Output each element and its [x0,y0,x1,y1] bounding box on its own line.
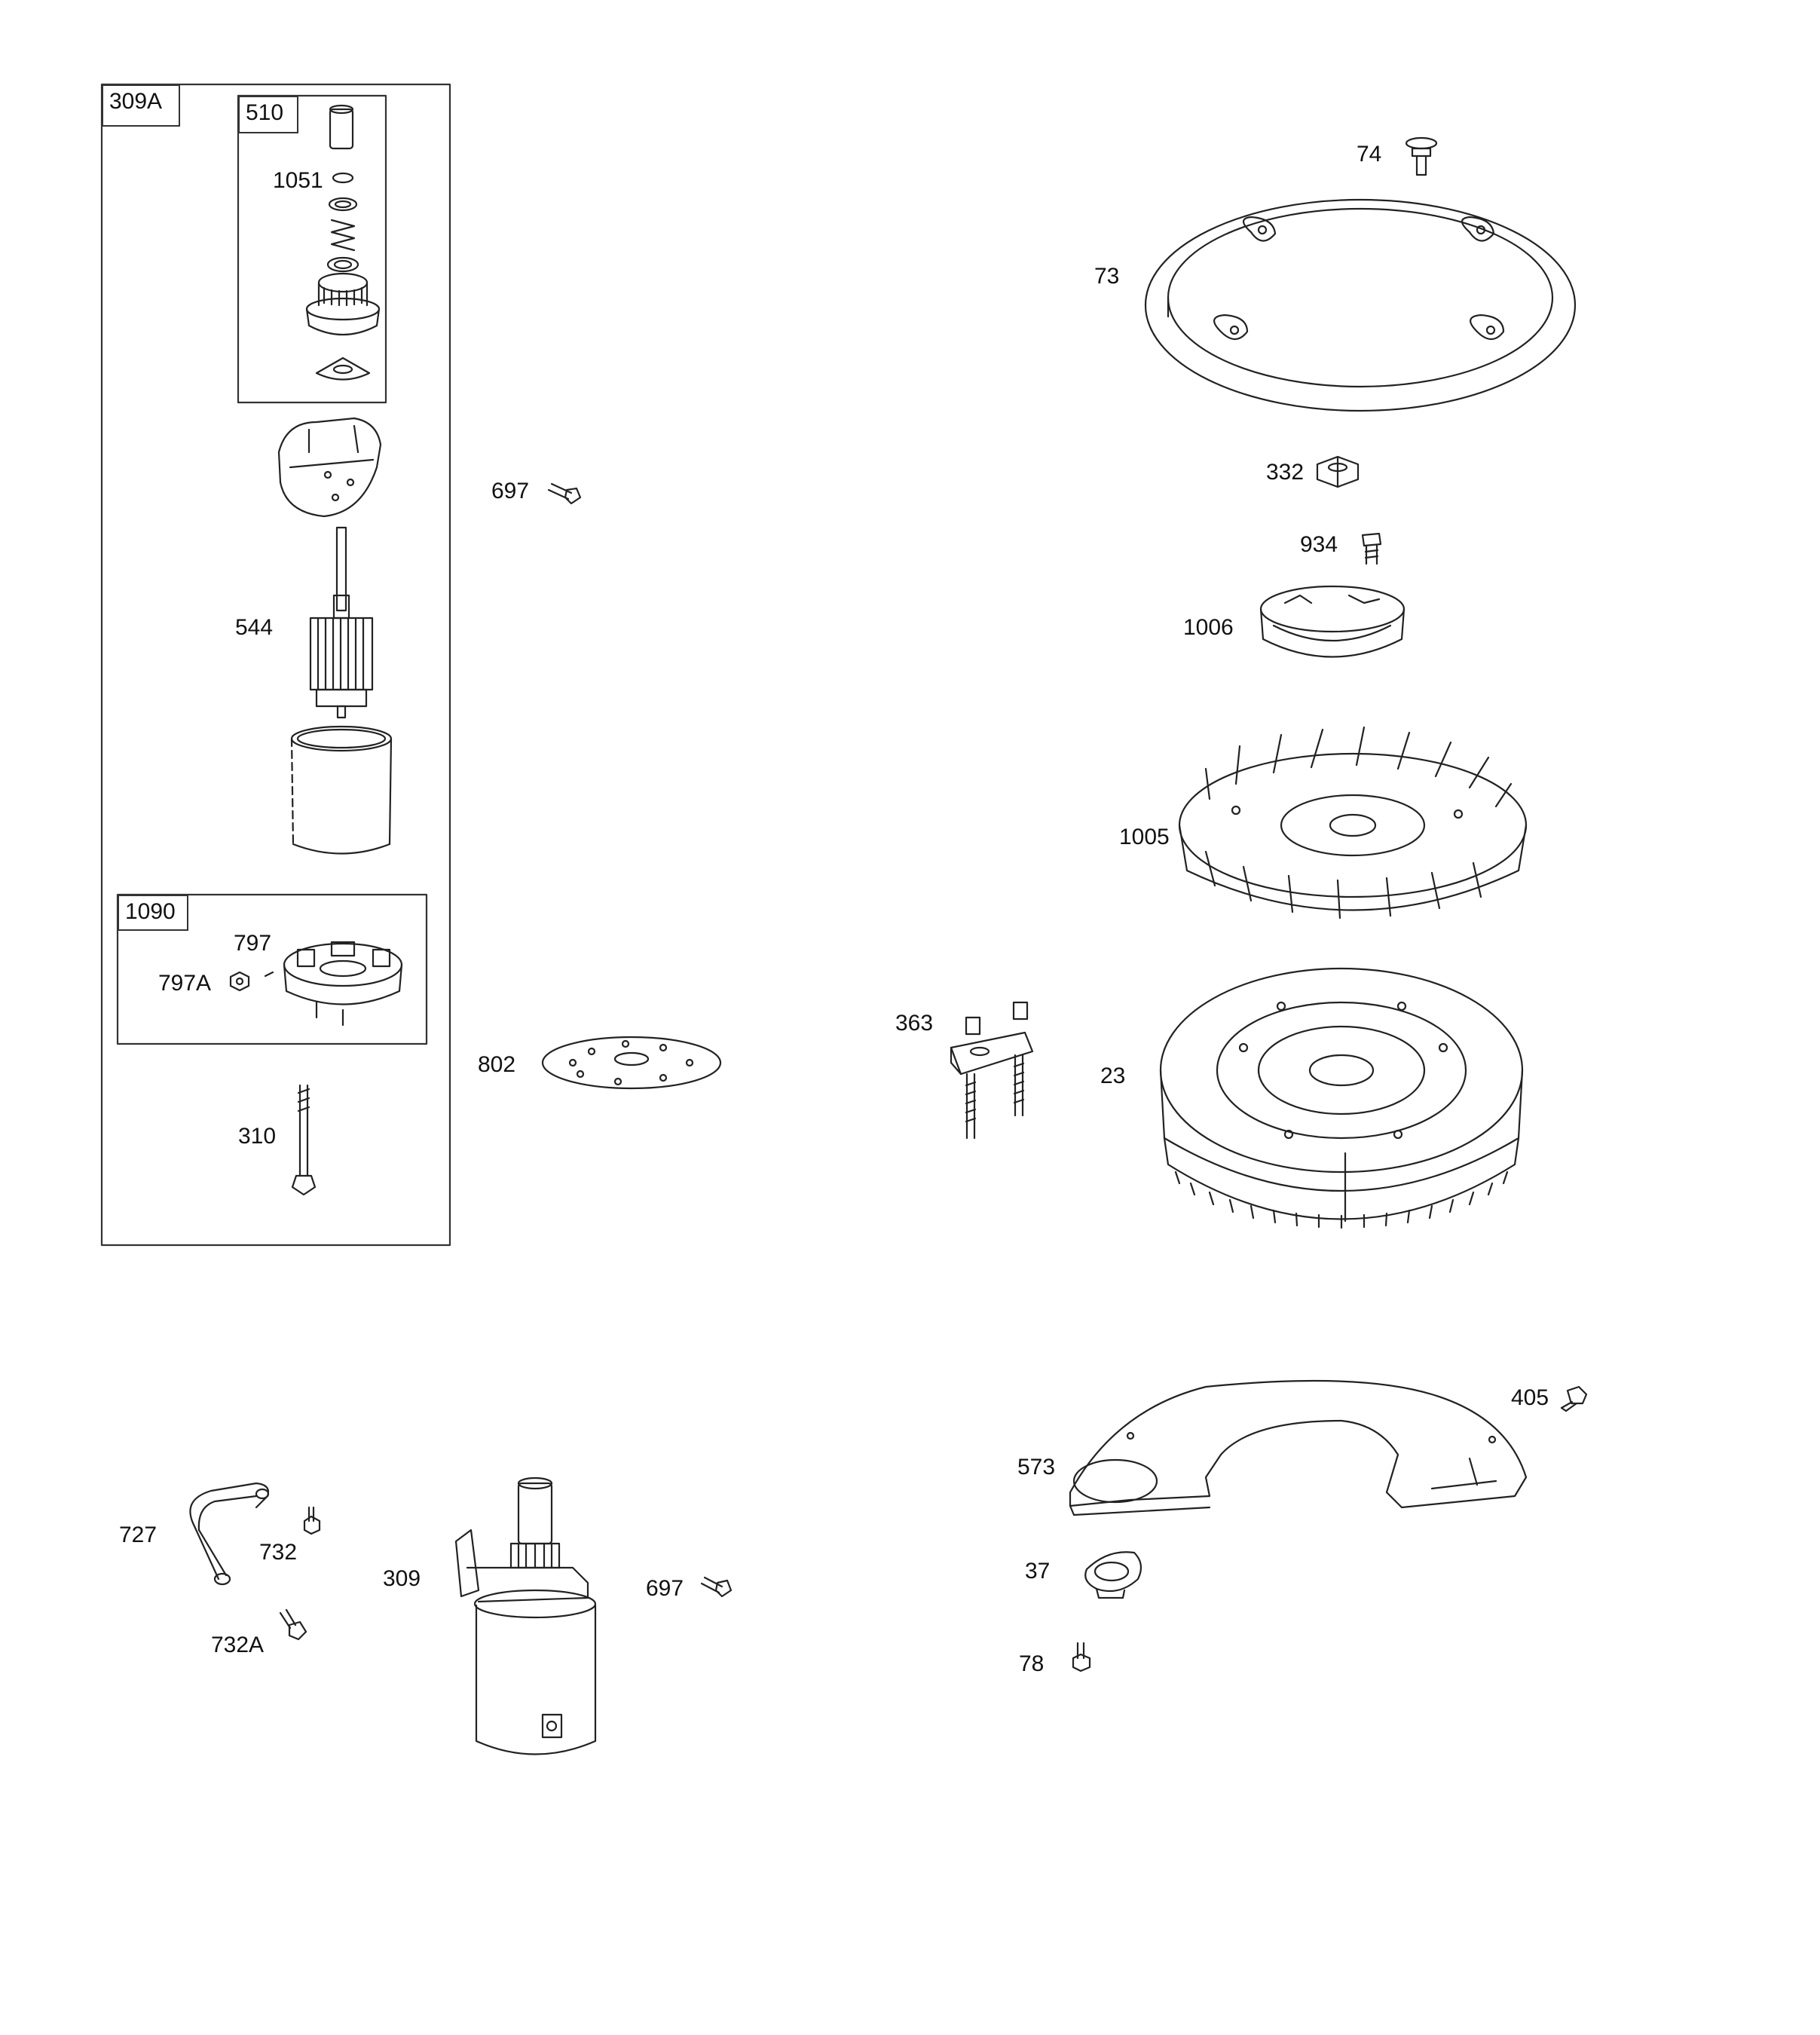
bolt-405 [1560,1385,1588,1412]
label-332: 332 [1266,460,1305,485]
cooling-fan [1178,726,1528,920]
bolt-934 [1361,532,1382,565]
label-797: 797 [234,931,272,956]
drive-collar [326,256,359,273]
label-1005: 1005 [1119,825,1170,849]
label-732A: 732A [211,1633,265,1657]
brush-plate [264,941,403,1027]
motor-frame [290,725,393,855]
bolt-697-top [547,482,582,505]
label-732: 732 [259,1540,298,1565]
sensor-bracket [950,1001,1034,1140]
cable-strap [189,1482,270,1586]
fan-retainer [1259,585,1406,658]
label-697-bottom: 697 [646,1576,684,1601]
gasket-37 [1084,1551,1142,1599]
back-plate [1069,1379,1528,1516]
retaining-ring-1051 [332,172,354,184]
screw-74 [1405,136,1438,176]
label-802: 802 [478,1052,516,1077]
box-title-1090: 1090 [118,895,188,931]
bolt-697-bottom [700,1576,733,1598]
screw-732A [279,1608,307,1641]
label-78: 78 [1019,1651,1045,1676]
nut-332 [1316,455,1360,488]
brush-kit-box [116,893,428,1045]
nut-797A [229,971,250,992]
starter-motor [454,1477,597,1755]
flywheel-cover [1144,198,1577,412]
drive-cap [329,104,354,150]
label-544: 544 [235,615,274,640]
drive-washer [328,197,358,212]
label-1006: 1006 [1183,615,1234,640]
label-310: 310 [238,1124,277,1149]
drive-end-plate [315,357,371,381]
pinion-gear [305,272,381,336]
box-title-309A: 309A [102,84,180,127]
label-73: 73 [1094,264,1120,289]
label-797A: 797A [158,971,212,996]
label-1051: 1051 [273,168,323,193]
drive-kit-box [237,94,387,404]
label-573: 573 [1017,1455,1056,1480]
screw-732 [303,1506,321,1535]
drive-housing [277,417,382,518]
plate-802 [541,1036,722,1090]
label-405: 405 [1511,1385,1549,1410]
label-363: 363 [895,1011,934,1036]
box-title-510: 510 [238,96,298,133]
label-309: 309 [383,1566,421,1591]
label-37: 37 [1025,1559,1051,1584]
label-23: 23 [1100,1063,1126,1088]
screw-78 [1072,1642,1091,1672]
starter-assembly-box [100,83,451,1247]
flywheel [1159,967,1524,1229]
armature [309,526,374,719]
through-bolt [291,1084,317,1196]
label-934: 934 [1300,532,1338,557]
label-727: 727 [119,1522,158,1547]
drive-spring [330,219,356,252]
label-74: 74 [1357,142,1382,167]
label-697-top: 697 [491,479,530,503]
